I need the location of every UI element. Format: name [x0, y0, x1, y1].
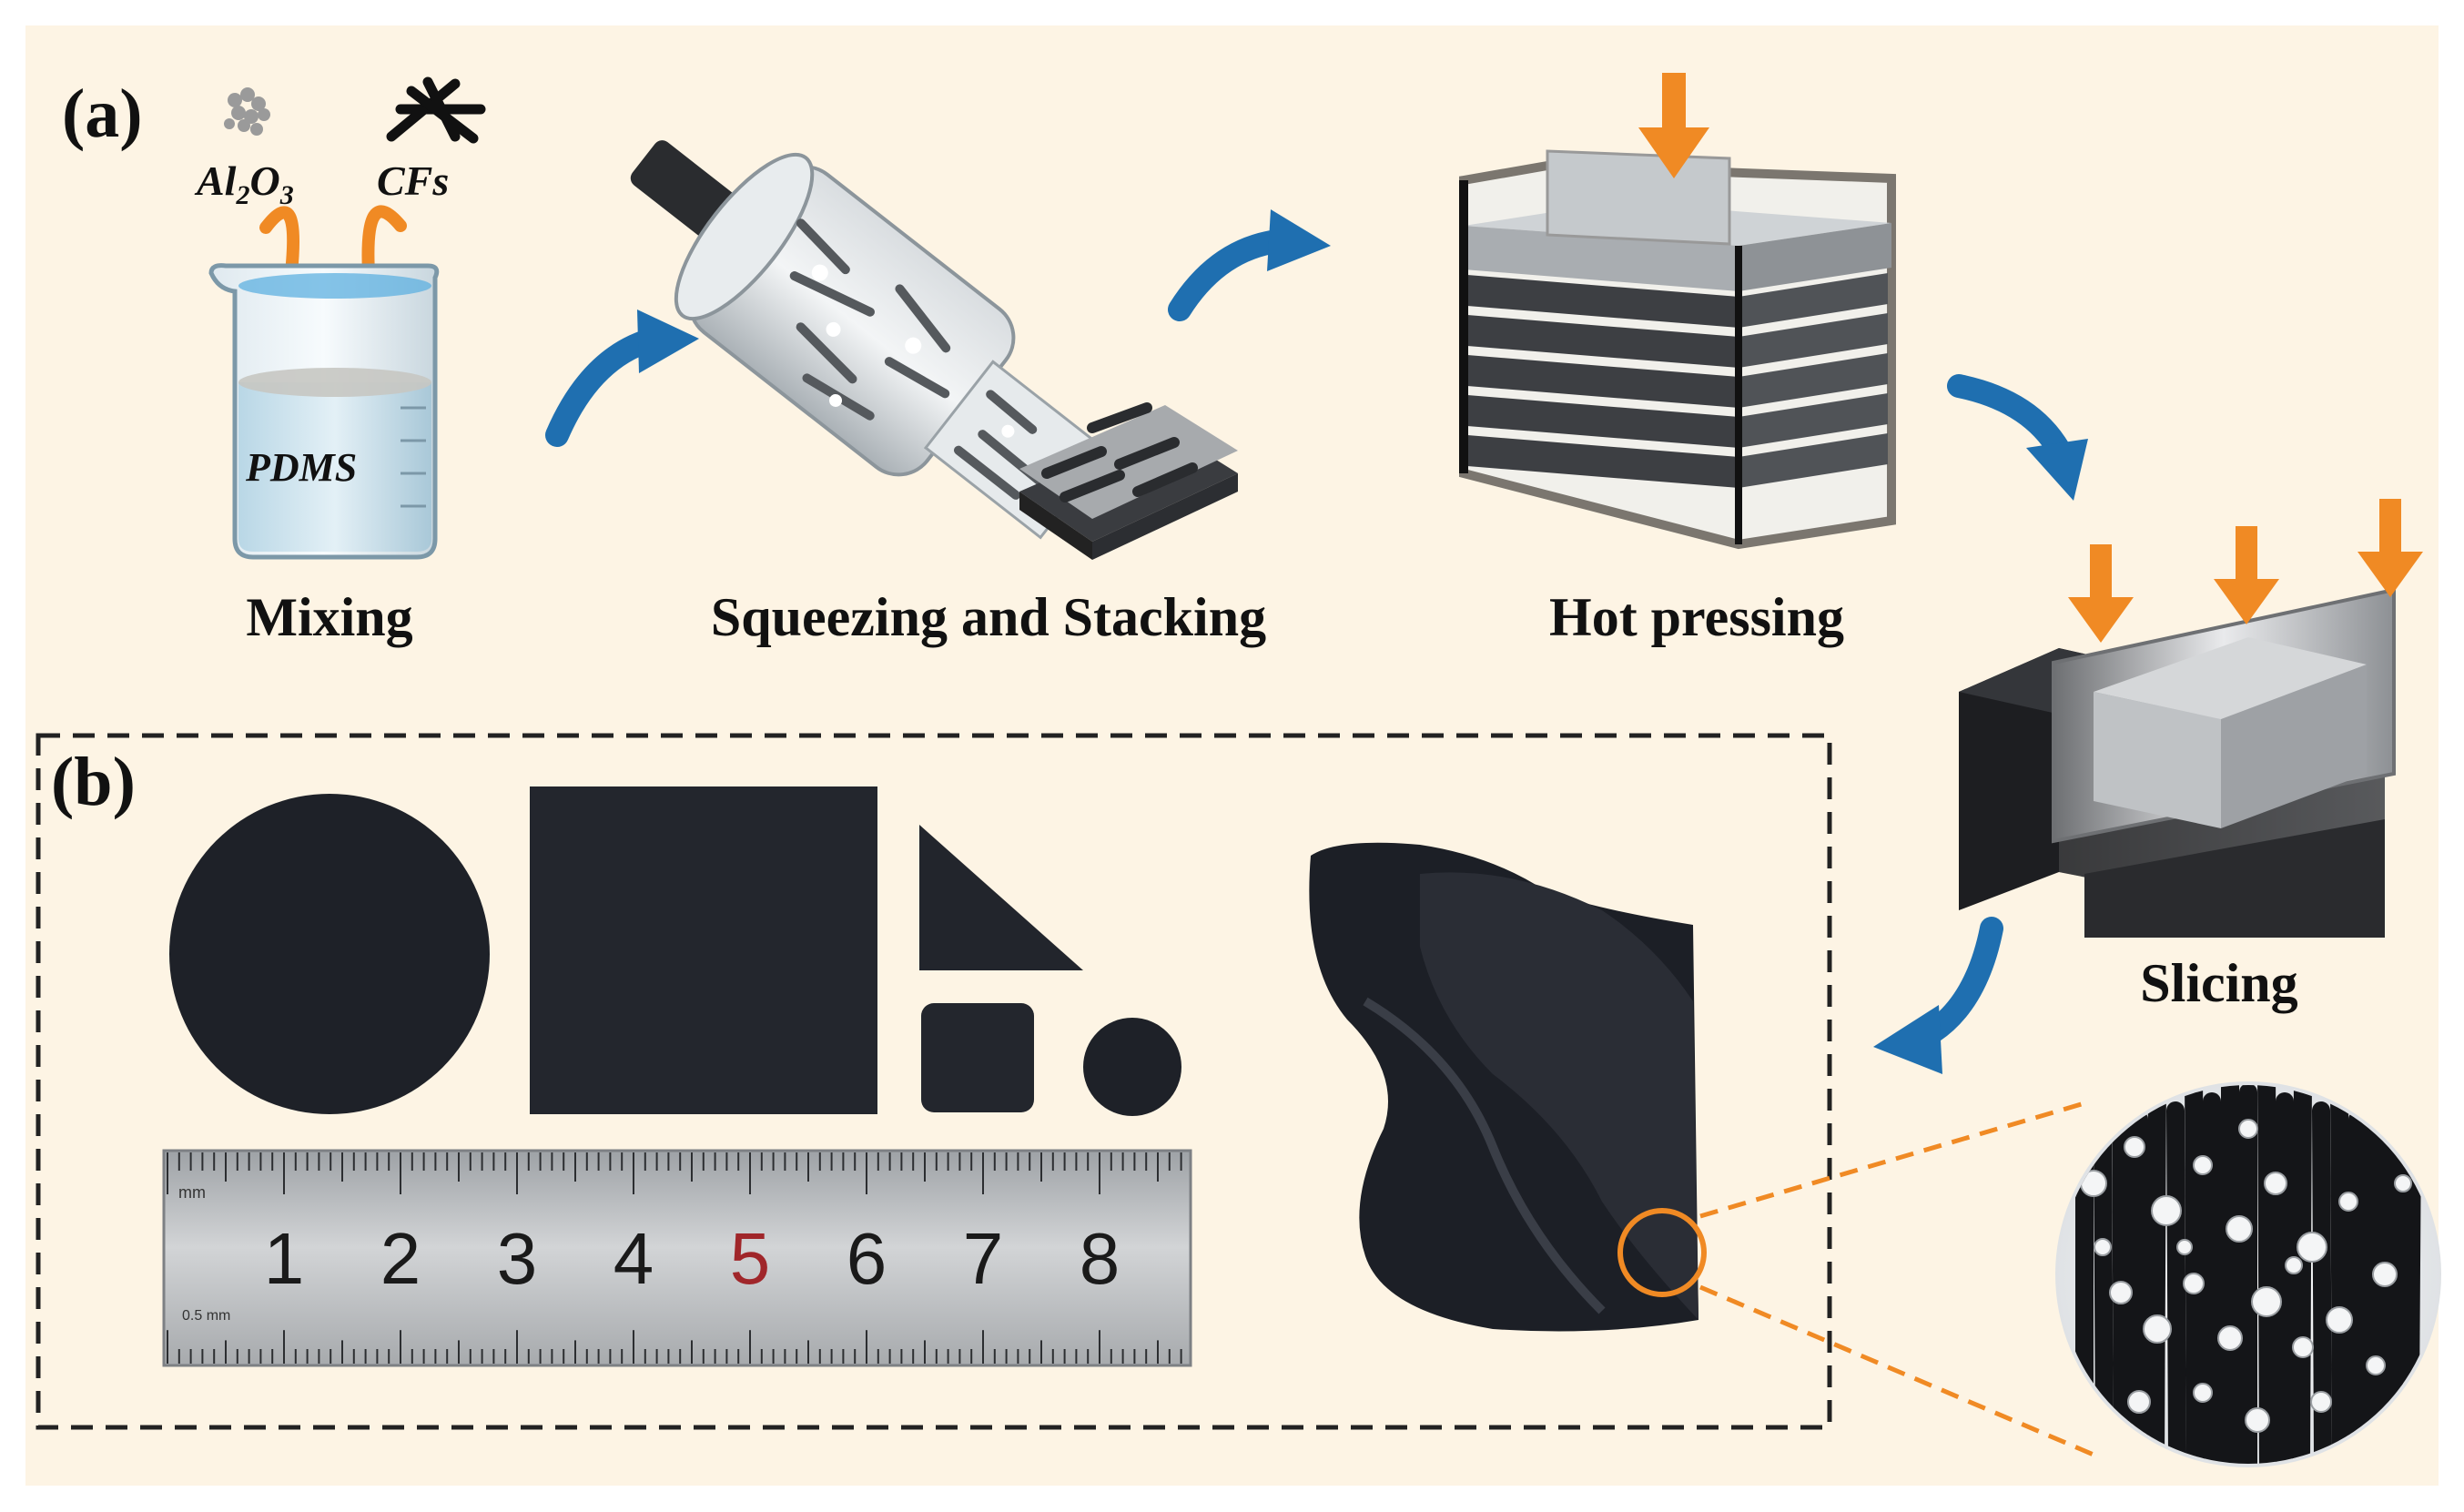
carbon-fibers-icon	[386, 76, 486, 144]
panel-a-label: (a)	[62, 76, 143, 152]
alumina-o: O	[249, 157, 279, 204]
ruler-unit-bottom: 0.5 mm	[182, 1308, 230, 1324]
ruler-number-5: 5	[730, 1218, 771, 1299]
slicing-icon	[1959, 587, 2396, 938]
beaker-input-arrows	[259, 205, 407, 279]
ruler-ticks	[167, 1152, 1182, 1364]
flexible-sheet-photo	[1309, 842, 1698, 1332]
ruler-number-2: 2	[380, 1218, 421, 1299]
alumina-particles-icon	[224, 87, 270, 136]
step-mixing-label: Mixing	[246, 587, 412, 647]
stacked-strips-icon	[1019, 402, 1238, 560]
ruler: mm 0.5 mm 1 2 3 4 5 6 7 8	[162, 1149, 1192, 1367]
blue-arrow-3	[1947, 374, 2088, 501]
alumina-label: Al2O3	[194, 157, 294, 210]
step-slicing-label: Slicing	[2140, 953, 2297, 1013]
step-squeezing-label: Squeezing and Stacking	[711, 587, 1266, 647]
ruler-number-6: 6	[847, 1218, 887, 1299]
panel-b-dashed-frame	[35, 733, 1832, 1430]
alumina-al: Al	[194, 157, 237, 204]
carbon-fibers-label: CFs	[377, 157, 449, 204]
sample-square-small	[921, 1003, 1034, 1112]
zoom-connector-lines	[1699, 1101, 2094, 1457]
zoom-marker-circle	[1617, 1208, 1707, 1297]
blue-arrow-2	[1168, 209, 1331, 321]
ruler-number-1: 1	[264, 1218, 305, 1299]
ruler-number-7: 7	[963, 1218, 1004, 1299]
sample-square-large	[530, 786, 877, 1114]
beaker-icon	[208, 263, 440, 560]
sample-circle-small	[1083, 1018, 1181, 1116]
alumina-sub2: 2	[235, 180, 249, 210]
sample-circle-large	[169, 794, 490, 1114]
ruler-number-8: 8	[1080, 1218, 1120, 1299]
pdms-label: PDMS	[245, 445, 357, 490]
sample-triangle	[919, 825, 1083, 970]
ruler-unit-top: mm	[178, 1183, 206, 1202]
ruler-number-3: 3	[497, 1218, 538, 1299]
step-hot-pressing-label: Hot pressing	[1549, 587, 1844, 647]
panel-b-label: (b)	[51, 744, 136, 820]
microstructure-zoom-icon	[2055, 1081, 2441, 1467]
ruler-number-4: 4	[613, 1218, 654, 1299]
blue-arrow-1	[545, 310, 699, 447]
alumina-sub3: 3	[279, 180, 294, 210]
press-arrow-icon	[1638, 73, 1709, 178]
hot-press-icon	[1459, 149, 1896, 550]
slicing-press-arrows	[2068, 499, 2423, 643]
blue-arrow-4	[1873, 917, 2003, 1074]
